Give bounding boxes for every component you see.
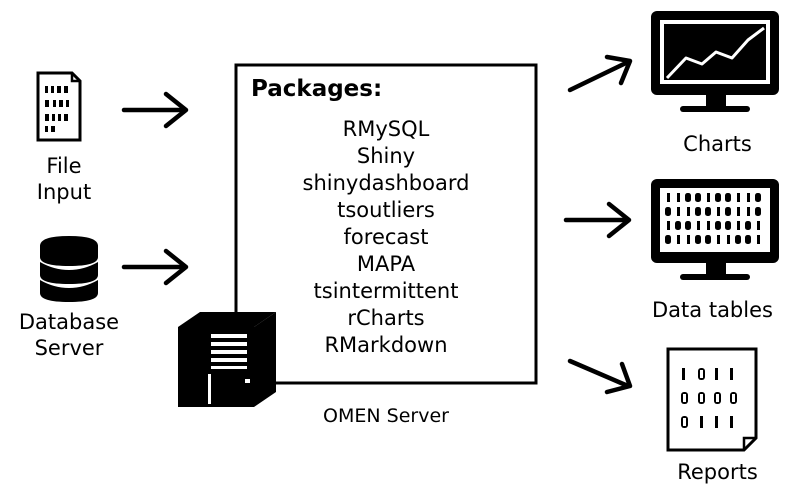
charts-label: Charts xyxy=(683,132,752,156)
file-input-label-line1: File xyxy=(46,154,82,178)
file-input-label: File Input xyxy=(24,153,104,205)
package-item: tsintermittent xyxy=(313,279,459,303)
database-server-label: Database Server xyxy=(4,309,134,361)
arrow-right-icon xyxy=(121,248,189,286)
file-input-label-line2: Input xyxy=(36,180,92,204)
monitor-chart-icon xyxy=(651,11,779,112)
package-item: MAPA xyxy=(356,252,416,276)
server-caption: OMEN Server xyxy=(323,405,449,427)
monitor-binary-table-icon xyxy=(651,179,779,280)
report-document-icon xyxy=(666,347,758,452)
package-item: forecast xyxy=(343,225,429,249)
package-item: tsoutliers xyxy=(337,198,435,222)
file-document-icon xyxy=(36,71,82,142)
package-item: RMySQL xyxy=(342,117,430,141)
package-item: Shiny xyxy=(356,144,416,168)
arrow-right-icon xyxy=(567,54,633,93)
package-item: rCharts xyxy=(347,306,425,330)
database-server-label-line2: Server xyxy=(34,336,104,360)
package-list: RMySQL Shiny shinydashboard tsoutliers f… xyxy=(236,116,536,359)
database-icon xyxy=(40,236,98,302)
server-box xyxy=(234,63,538,385)
package-item: RMarkdown xyxy=(324,333,448,357)
database-server-label-line1: Database xyxy=(18,310,120,334)
packages-title: Packages: xyxy=(251,76,383,102)
reports-label: Reports xyxy=(677,460,758,484)
arrow-right-icon xyxy=(121,91,189,129)
server-tower-icon xyxy=(178,312,276,407)
arrow-right-icon xyxy=(563,201,632,239)
arrow-right-icon xyxy=(567,358,633,395)
data-tables-label: Data tables xyxy=(652,298,773,322)
package-item: shinydashboard xyxy=(302,171,470,195)
